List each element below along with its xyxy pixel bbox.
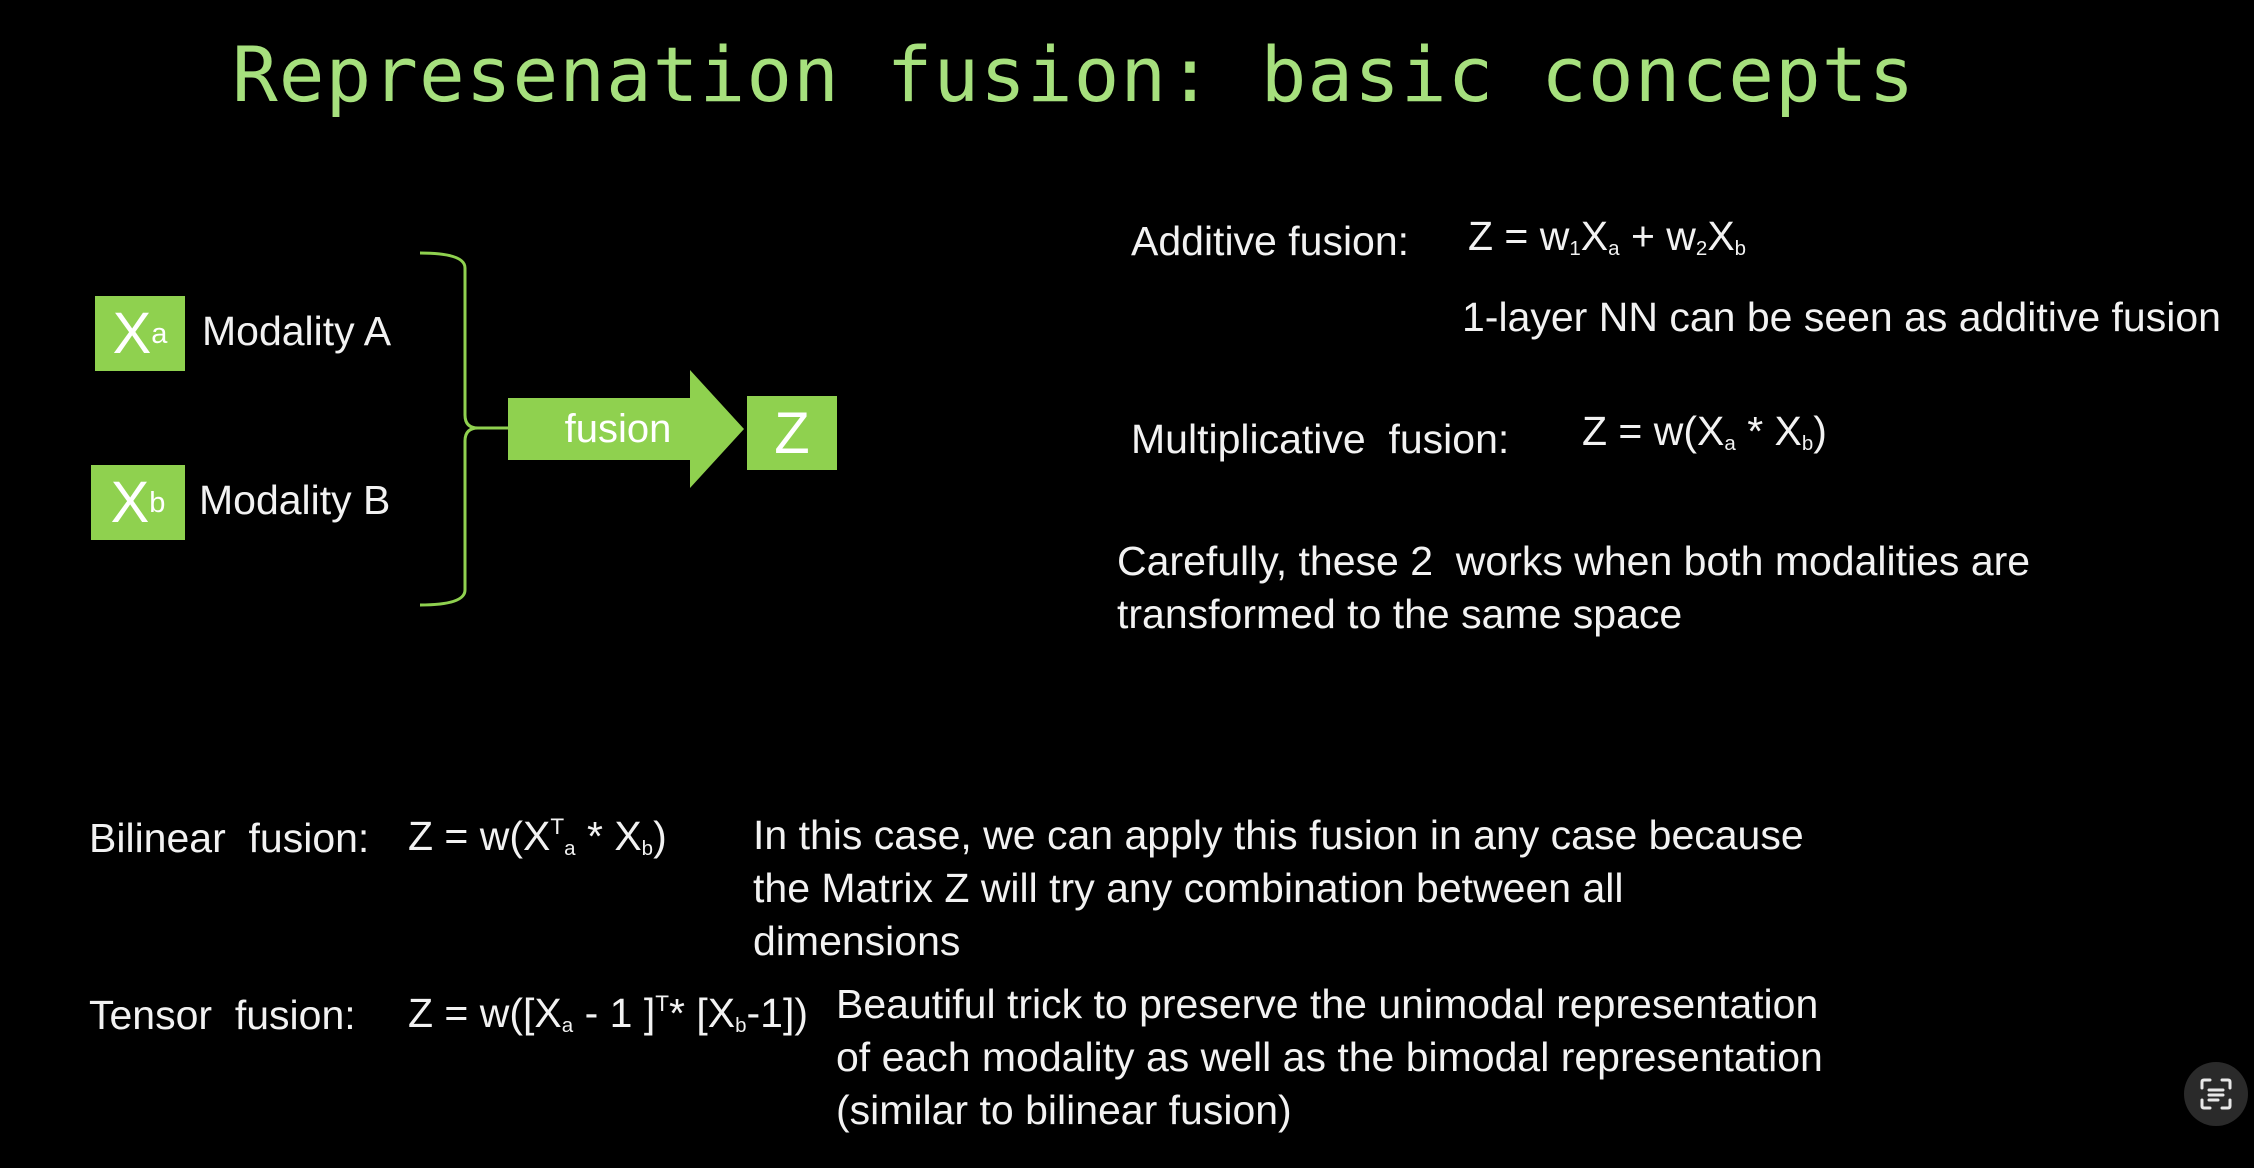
- caution-line-2: transformed to the same space: [1117, 591, 1683, 637]
- page-title: Represenation fusion: basic concepts: [232, 30, 1916, 119]
- text-recognition-glyph: [2200, 1078, 2232, 1110]
- multiplicative-fusion-equation: Z = w(Xa * Xb): [1582, 408, 1827, 456]
- fusion-arrow-label: fusion: [564, 406, 672, 451]
- modality-a-symbol: X: [112, 301, 152, 366]
- tensor-desc-line-3: (similar to bilinear fusion): [836, 1087, 1292, 1133]
- additive-fusion-label: Additive fusion:: [1131, 218, 1410, 264]
- caution-line-1: Carefully, these 2 works when both modal…: [1117, 538, 2031, 584]
- bilinear-fusion-equation: Z = w(XTa * Xb): [408, 813, 667, 861]
- additive-fusion-note: 1-layer NN can be seen as additive fusio…: [1462, 294, 2221, 340]
- text-recognition-icon[interactable]: [2184, 1062, 2248, 1126]
- tensor-fusion-equation: Z = w([Xa - 1 ]T* [Xb-1]): [408, 990, 808, 1038]
- bilinear-desc-line-2: the Matrix Z will try any combination be…: [753, 865, 1624, 911]
- bilinear-desc-line-1: In this case, we can apply this fusion i…: [753, 812, 1804, 858]
- multiplicative-fusion-label: Multiplicative fusion:: [1131, 416, 1510, 462]
- additive-fusion-equation: Z = w1Xa + w2Xb: [1468, 213, 1747, 261]
- modality-a-label: Modality A: [202, 308, 392, 354]
- tensor-fusion-label: Tensor fusion:: [89, 992, 356, 1038]
- modality-b-symbol: X: [110, 470, 150, 535]
- modality-b-label: Modality B: [199, 477, 391, 523]
- tensor-desc-line-1: Beautiful trick to preserve the unimodal…: [836, 981, 1819, 1027]
- tensor-desc-line-2: of each modality as well as the bimodal …: [836, 1034, 1823, 1080]
- bilinear-fusion-label: Bilinear fusion:: [89, 815, 370, 861]
- output-z-box: Z: [747, 396, 837, 470]
- merge-bracket: [419, 251, 510, 607]
- fusion-diagram-graphics: [419, 251, 744, 607]
- bilinear-desc-line-3: dimensions: [753, 918, 961, 964]
- fusion-arrow: [508, 370, 744, 488]
